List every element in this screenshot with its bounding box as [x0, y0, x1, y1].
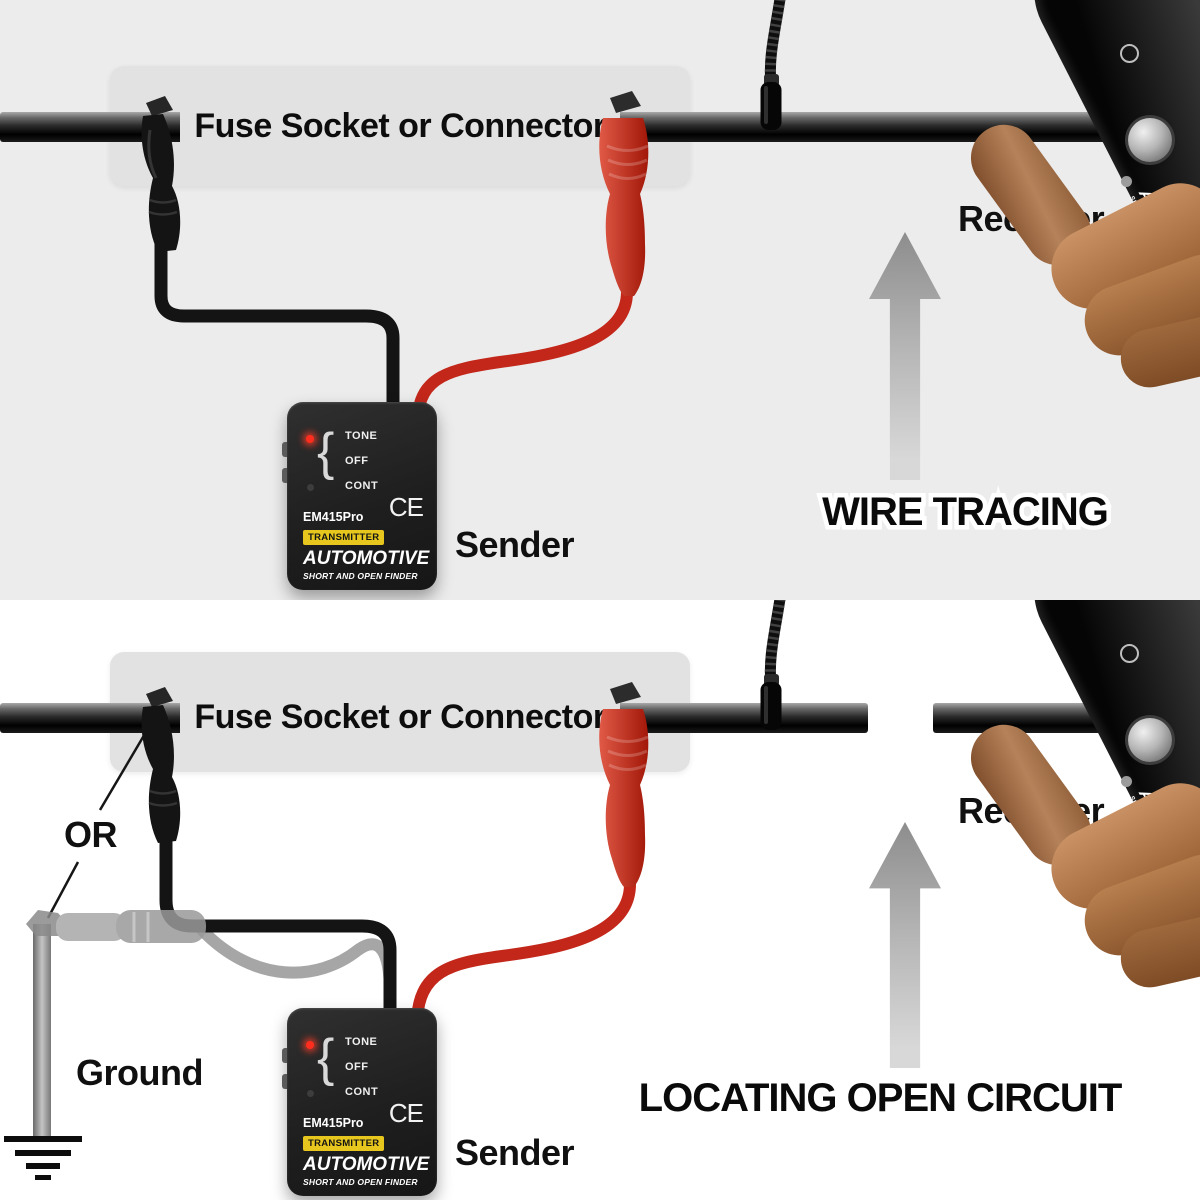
- device-model: EM415Pro: [303, 510, 364, 524]
- cables-and-clips-layer: [141, 0, 786, 427]
- switch-label-off: OFF: [345, 455, 369, 467]
- sender-label: Sender: [455, 1132, 575, 1173]
- ground-pole: [33, 924, 51, 1136]
- fuse-socket-label: Fuse Socket or Connector: [110, 105, 690, 148]
- transmitter-badge: TRANSMITTER: [303, 1136, 385, 1151]
- device-brand: AUTOMOTIVE: [303, 1154, 430, 1175]
- receiver-gooseneck-probe: [760, 0, 786, 130]
- caption-locating-open-circuit: LOCATING OPEN CIRCUIT LOCATING OPEN CIRC…: [634, 1072, 1127, 1125]
- sender-label: Sender: [455, 524, 575, 565]
- device-subtitle: SHORT AND OPEN FINDER: [303, 1177, 418, 1187]
- panel-wire-tracing: Fuse Socket or Connector: [0, 0, 1200, 600]
- switch-label-off: OFF: [345, 1061, 369, 1073]
- device-model: EM415Pro: [303, 1116, 364, 1130]
- red-alligator-clip: [599, 91, 649, 296]
- or-label: OR: [64, 814, 118, 855]
- switch-brace-icon: {: [317, 423, 335, 481]
- gray-ghost-cable: [196, 924, 396, 1000]
- tone-led-icon: [306, 1041, 314, 1049]
- sender-transmitter-device: { TONE OFF CONT EM415Pro CE TRANSMITTER …: [282, 402, 437, 590]
- cont-led-icon: [307, 1090, 314, 1097]
- fuse-socket-label: Fuse Socket or Connector: [110, 696, 690, 739]
- red-cable: [412, 286, 633, 426]
- sender-transmitter-device: { TONE OFF CONT EM415Pro CE TRANSMITTER …: [282, 1008, 437, 1196]
- ground-symbol-icon: [4, 1136, 82, 1180]
- black-alligator-clip: [141, 687, 181, 843]
- switch-labels: TONE OFF CONT: [345, 430, 378, 505]
- ce-mark: CE: [388, 1098, 424, 1128]
- tone-led-icon: [306, 435, 314, 443]
- ce-mark: CE: [388, 492, 424, 522]
- cont-led-icon: [307, 484, 314, 491]
- panel-locating-open-circuit: Fuse Socket or Connector: [0, 600, 1200, 1200]
- ghost-ground-clip: [26, 910, 206, 943]
- switch-label-cont: CONT: [345, 1086, 379, 1098]
- device-subtitle: SHORT AND OPEN FINDER: [303, 571, 418, 581]
- ground-label: Ground: [76, 1052, 203, 1093]
- black-cable: [154, 233, 400, 427]
- switch-label-tone: TONE: [345, 1036, 378, 1048]
- or-pointer-lines: [46, 731, 148, 919]
- red-cable: [411, 878, 636, 1031]
- switch-labels: TONE OFF CONT: [345, 1036, 378, 1111]
- cables-and-clips-layer: [4, 600, 786, 1180]
- receiver-gooseneck-probe: [760, 600, 786, 730]
- red-alligator-clip: [599, 682, 649, 887]
- switch-label-cont: CONT: [345, 480, 379, 492]
- switch-brace-icon: {: [317, 1029, 335, 1087]
- caption-wire-tracing: WIRE TRACING WIRE TRACING: [818, 486, 1114, 539]
- switch-label-tone: TONE: [345, 430, 378, 442]
- device-brand: AUTOMOTIVE: [303, 548, 430, 569]
- transmitter-badge: TRANSMITTER: [303, 530, 385, 545]
- receiver-label: Receiver: [958, 790, 1105, 831]
- black-alligator-clip: [141, 96, 181, 252]
- receiver-label: Receiver: [958, 198, 1105, 239]
